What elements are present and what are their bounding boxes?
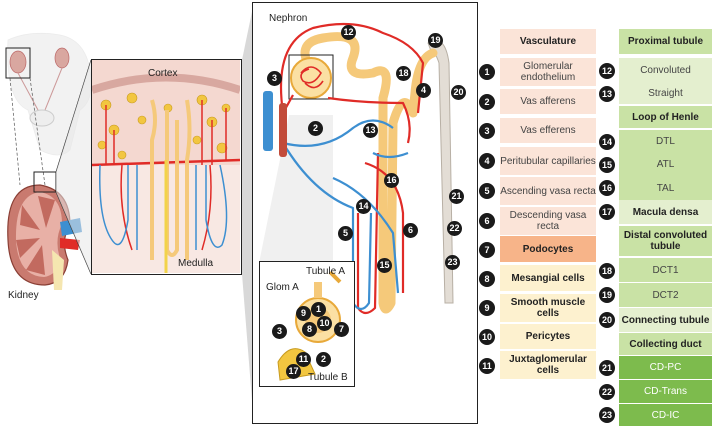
nephron-illustration: [259, 22, 454, 315]
legend-item-pericytes: Pericytes: [500, 324, 596, 349]
legend-num-18: 18: [599, 263, 615, 279]
legend-item-macula-densa: Macula densa: [619, 200, 712, 224]
legend-item-descending-vasa-recta: Descending vasa recta: [500, 207, 596, 235]
legend-num-23: 23: [599, 407, 615, 423]
inset-marker-8: 8: [302, 322, 317, 337]
legend-num-21: 21: [599, 360, 615, 376]
kidney-overview-illustration: [5, 32, 92, 290]
legend-header-distal-convoluted-tubule: Distal convoluted tubule: [619, 226, 712, 256]
marker-13: 13: [363, 123, 378, 138]
legend-item-smooth-muscle-cells: Smooth muscle cells: [500, 294, 596, 322]
legend-num-17: 17: [599, 204, 615, 220]
legend-item-podocytes: Podocytes: [500, 236, 596, 262]
legend-num-20: 20: [599, 312, 615, 328]
legend-header-collecting-duct: Collecting duct: [619, 333, 712, 355]
legend-item-connecting-tubule: Connecting tubule: [619, 308, 712, 332]
legend-header-proximal-tubule: Proximal tubule: [619, 29, 712, 54]
marker-6: 6: [403, 223, 418, 238]
legend-item-atl: ATL: [619, 153, 712, 176]
legend-num-7: 7: [479, 242, 495, 258]
marker-21: 21: [449, 189, 464, 204]
legend-num-6: 6: [479, 213, 495, 229]
inset-marker-17: 17: [286, 364, 301, 379]
inset-marker-11: 11: [296, 352, 311, 367]
legend-num-5: 5: [479, 183, 495, 199]
tubule-b-label: Tubule B: [308, 372, 348, 383]
legend-num-4: 4: [479, 153, 495, 169]
legend-item-convoluted: Convoluted: [619, 58, 712, 82]
zoom-connector: [242, 2, 254, 426]
legend-item-dtl: DTL: [619, 130, 712, 153]
marker-2: 2: [308, 121, 323, 136]
nephron-title: Nephron: [269, 13, 308, 24]
legend-num-15: 15: [599, 157, 615, 173]
legend-item-vas-efferens: Vas efferens: [500, 118, 596, 143]
marker-19: 19: [428, 33, 443, 48]
marker-4: 4: [416, 83, 431, 98]
marker-23: 23: [445, 255, 460, 270]
legend-header-vasculature: Vasculature: [500, 29, 596, 54]
inset-marker-1: 1: [311, 302, 326, 317]
inset-marker-9: 9: [296, 306, 311, 321]
kidney-label: Kidney: [8, 290, 39, 301]
marker-15: 15: [377, 258, 392, 273]
legend-item-tal: TAL: [619, 176, 712, 200]
legend-item-glomerular-endothelium: Glomerular endothelium: [500, 58, 596, 86]
legend-item-cd-ic: CD-IC: [619, 404, 712, 426]
legend-item-cd-trans: CD-Trans: [619, 380, 712, 403]
legend-item-peritubular-capillaries: Peritubular capillaries: [500, 147, 596, 175]
nephron-panel: Nephron Tubule A Glom A Tubule B 9 1 10 …: [252, 2, 478, 424]
legend-num-11: 11: [479, 358, 495, 374]
legend-item-juxtaglomerular-cells: Juxtaglomerular cells: [500, 351, 596, 379]
inset-marker-10: 10: [317, 316, 332, 331]
marker-18: 18: [396, 66, 411, 81]
marker-22: 22: [447, 221, 462, 236]
legend-num-3: 3: [479, 123, 495, 139]
legend-item-dct1: DCT1: [619, 258, 712, 282]
legend-num-12: 12: [599, 63, 615, 79]
legend-num-8: 8: [479, 271, 495, 287]
cortex-medulla-panel: Cortex Medulla: [90, 59, 242, 275]
legend-item-straight: Straight: [619, 82, 712, 104]
legend-num-13: 13: [599, 86, 615, 102]
inset-marker-7: 7: [334, 322, 349, 337]
cortex-medulla-illustration: [90, 60, 242, 273]
tubule-a-label: Tubule A: [306, 266, 346, 277]
legend-num-1: 1: [479, 64, 495, 80]
legend-item-dct2: DCT2: [619, 283, 712, 307]
glomerulus-inset: Tubule A Glom A Tubule B 9 1 10 8 7 3 11…: [259, 261, 355, 387]
legend-header-loop-of-henle: Loop of Henle: [619, 106, 712, 128]
legend-num-19: 19: [599, 287, 615, 303]
inset-marker-3: 3: [272, 324, 287, 339]
legend-num-9: 9: [479, 300, 495, 316]
marker-12: 12: [341, 25, 356, 40]
cortex-label: Cortex: [148, 68, 178, 79]
marker-14: 14: [356, 199, 371, 214]
marker-3: 3: [267, 71, 282, 86]
marker-5: 5: [338, 226, 353, 241]
marker-20: 20: [451, 85, 466, 100]
glom-a-label: Glom A: [266, 282, 299, 293]
inset-marker-2: 2: [316, 352, 331, 367]
legend-item-ascending-vasa-recta: Ascending vasa recta: [500, 177, 596, 205]
medulla-label: Medulla: [178, 258, 214, 269]
legend-item-vas-afferens: Vas afferens: [500, 89, 596, 114]
legend-num-22: 22: [599, 384, 615, 400]
legend-num-16: 16: [599, 180, 615, 196]
legend-item-cd-pc: CD-PC: [619, 356, 712, 379]
legend-item-mesangial-cells: Mesangial cells: [500, 265, 596, 291]
legend-num-2: 2: [479, 94, 495, 110]
legend-num-14: 14: [599, 134, 615, 150]
legend-num-10: 10: [479, 329, 495, 345]
marker-16: 16: [384, 173, 399, 188]
